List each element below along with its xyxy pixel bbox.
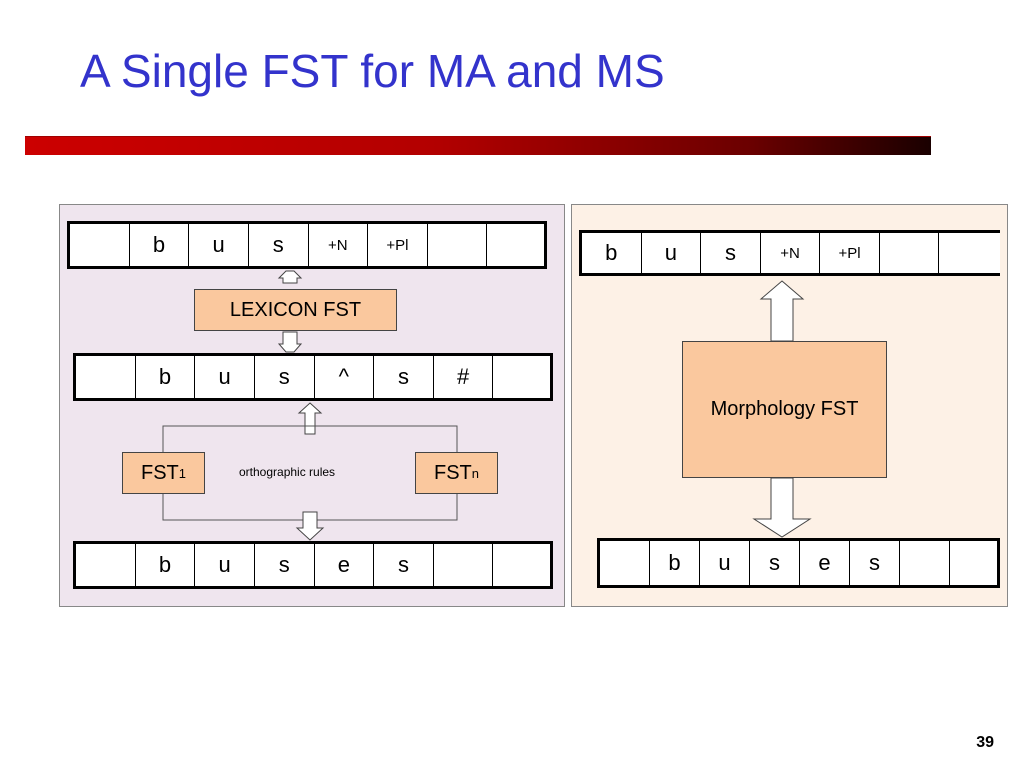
up-arrow-icon [759, 280, 805, 342]
right-bottom-tape: b u s e s [597, 538, 1000, 588]
morphology-fst-box: Morphology FST [682, 341, 887, 478]
tape-cell [493, 356, 554, 398]
tape-cell: e [800, 541, 850, 585]
tape-cell: s [255, 356, 315, 398]
slide-title: A Single FST for MA and MS [80, 45, 665, 97]
tape-cell [70, 224, 130, 266]
down-arrow-icon [295, 511, 325, 541]
tape-cell: u [642, 233, 702, 273]
right-top-tape: b u s +N +Pl [579, 230, 1000, 276]
tape-cell: s [249, 224, 309, 266]
tape-cell [600, 541, 650, 585]
tape-cell: +N [761, 233, 821, 273]
tape-cell: +Pl [820, 233, 880, 273]
tape-cell: b [136, 356, 196, 398]
tape-cell: +Pl [368, 224, 428, 266]
rules-connector-line [162, 425, 458, 452]
tape-cell: b [136, 544, 196, 586]
tape-cell: s [255, 544, 315, 586]
left-top-tape: b u s +N +Pl [67, 221, 548, 269]
left-middle-tape: b u s ^ s # [73, 353, 554, 401]
tape-cell: b [582, 233, 642, 273]
tape-cell [428, 224, 488, 266]
tape-cell [487, 224, 548, 266]
fst-n-label: FST [433, 461, 472, 484]
tape-cell: b [130, 224, 190, 266]
tape-cell [434, 544, 494, 586]
tape-cell [493, 544, 554, 586]
tape-cell: u [195, 356, 255, 398]
lexicon-fst-box: LEXICON FST [194, 289, 397, 331]
tape-cell: s [374, 356, 434, 398]
fst-1-label: FST [140, 461, 179, 484]
tape-cell: e [315, 544, 375, 586]
fst-n-subscript: n [471, 465, 479, 481]
tape-cell: +N [309, 224, 369, 266]
tape-cell [950, 541, 1000, 585]
tape-cell [900, 541, 950, 585]
title-underline-bar [25, 136, 931, 155]
tape-cell [880, 233, 940, 273]
tape-cell: s [374, 544, 434, 586]
tape-cell: b [650, 541, 700, 585]
left-bottom-tape: b u s e s [73, 541, 554, 589]
tape-cell: s [850, 541, 900, 585]
tape-cell: u [700, 541, 750, 585]
tape-cell: # [434, 356, 494, 398]
orthographic-rules-label: orthographic rules [239, 465, 336, 479]
double-arrow-icon [277, 270, 303, 284]
fst-1-subscript: 1 [178, 465, 186, 481]
tape-cell [76, 356, 136, 398]
down-arrow-icon [752, 477, 812, 538]
double-arrow-icon [277, 331, 303, 353]
tape-cell: ^ [315, 356, 375, 398]
tape-cell: u [189, 224, 249, 266]
tape-cell: s [750, 541, 800, 585]
tape-cell [76, 544, 136, 586]
tape-cell: s [701, 233, 761, 273]
tape-cell: u [195, 544, 255, 586]
page-number: 39 [976, 734, 994, 751]
up-arrow-icon [297, 402, 323, 435]
